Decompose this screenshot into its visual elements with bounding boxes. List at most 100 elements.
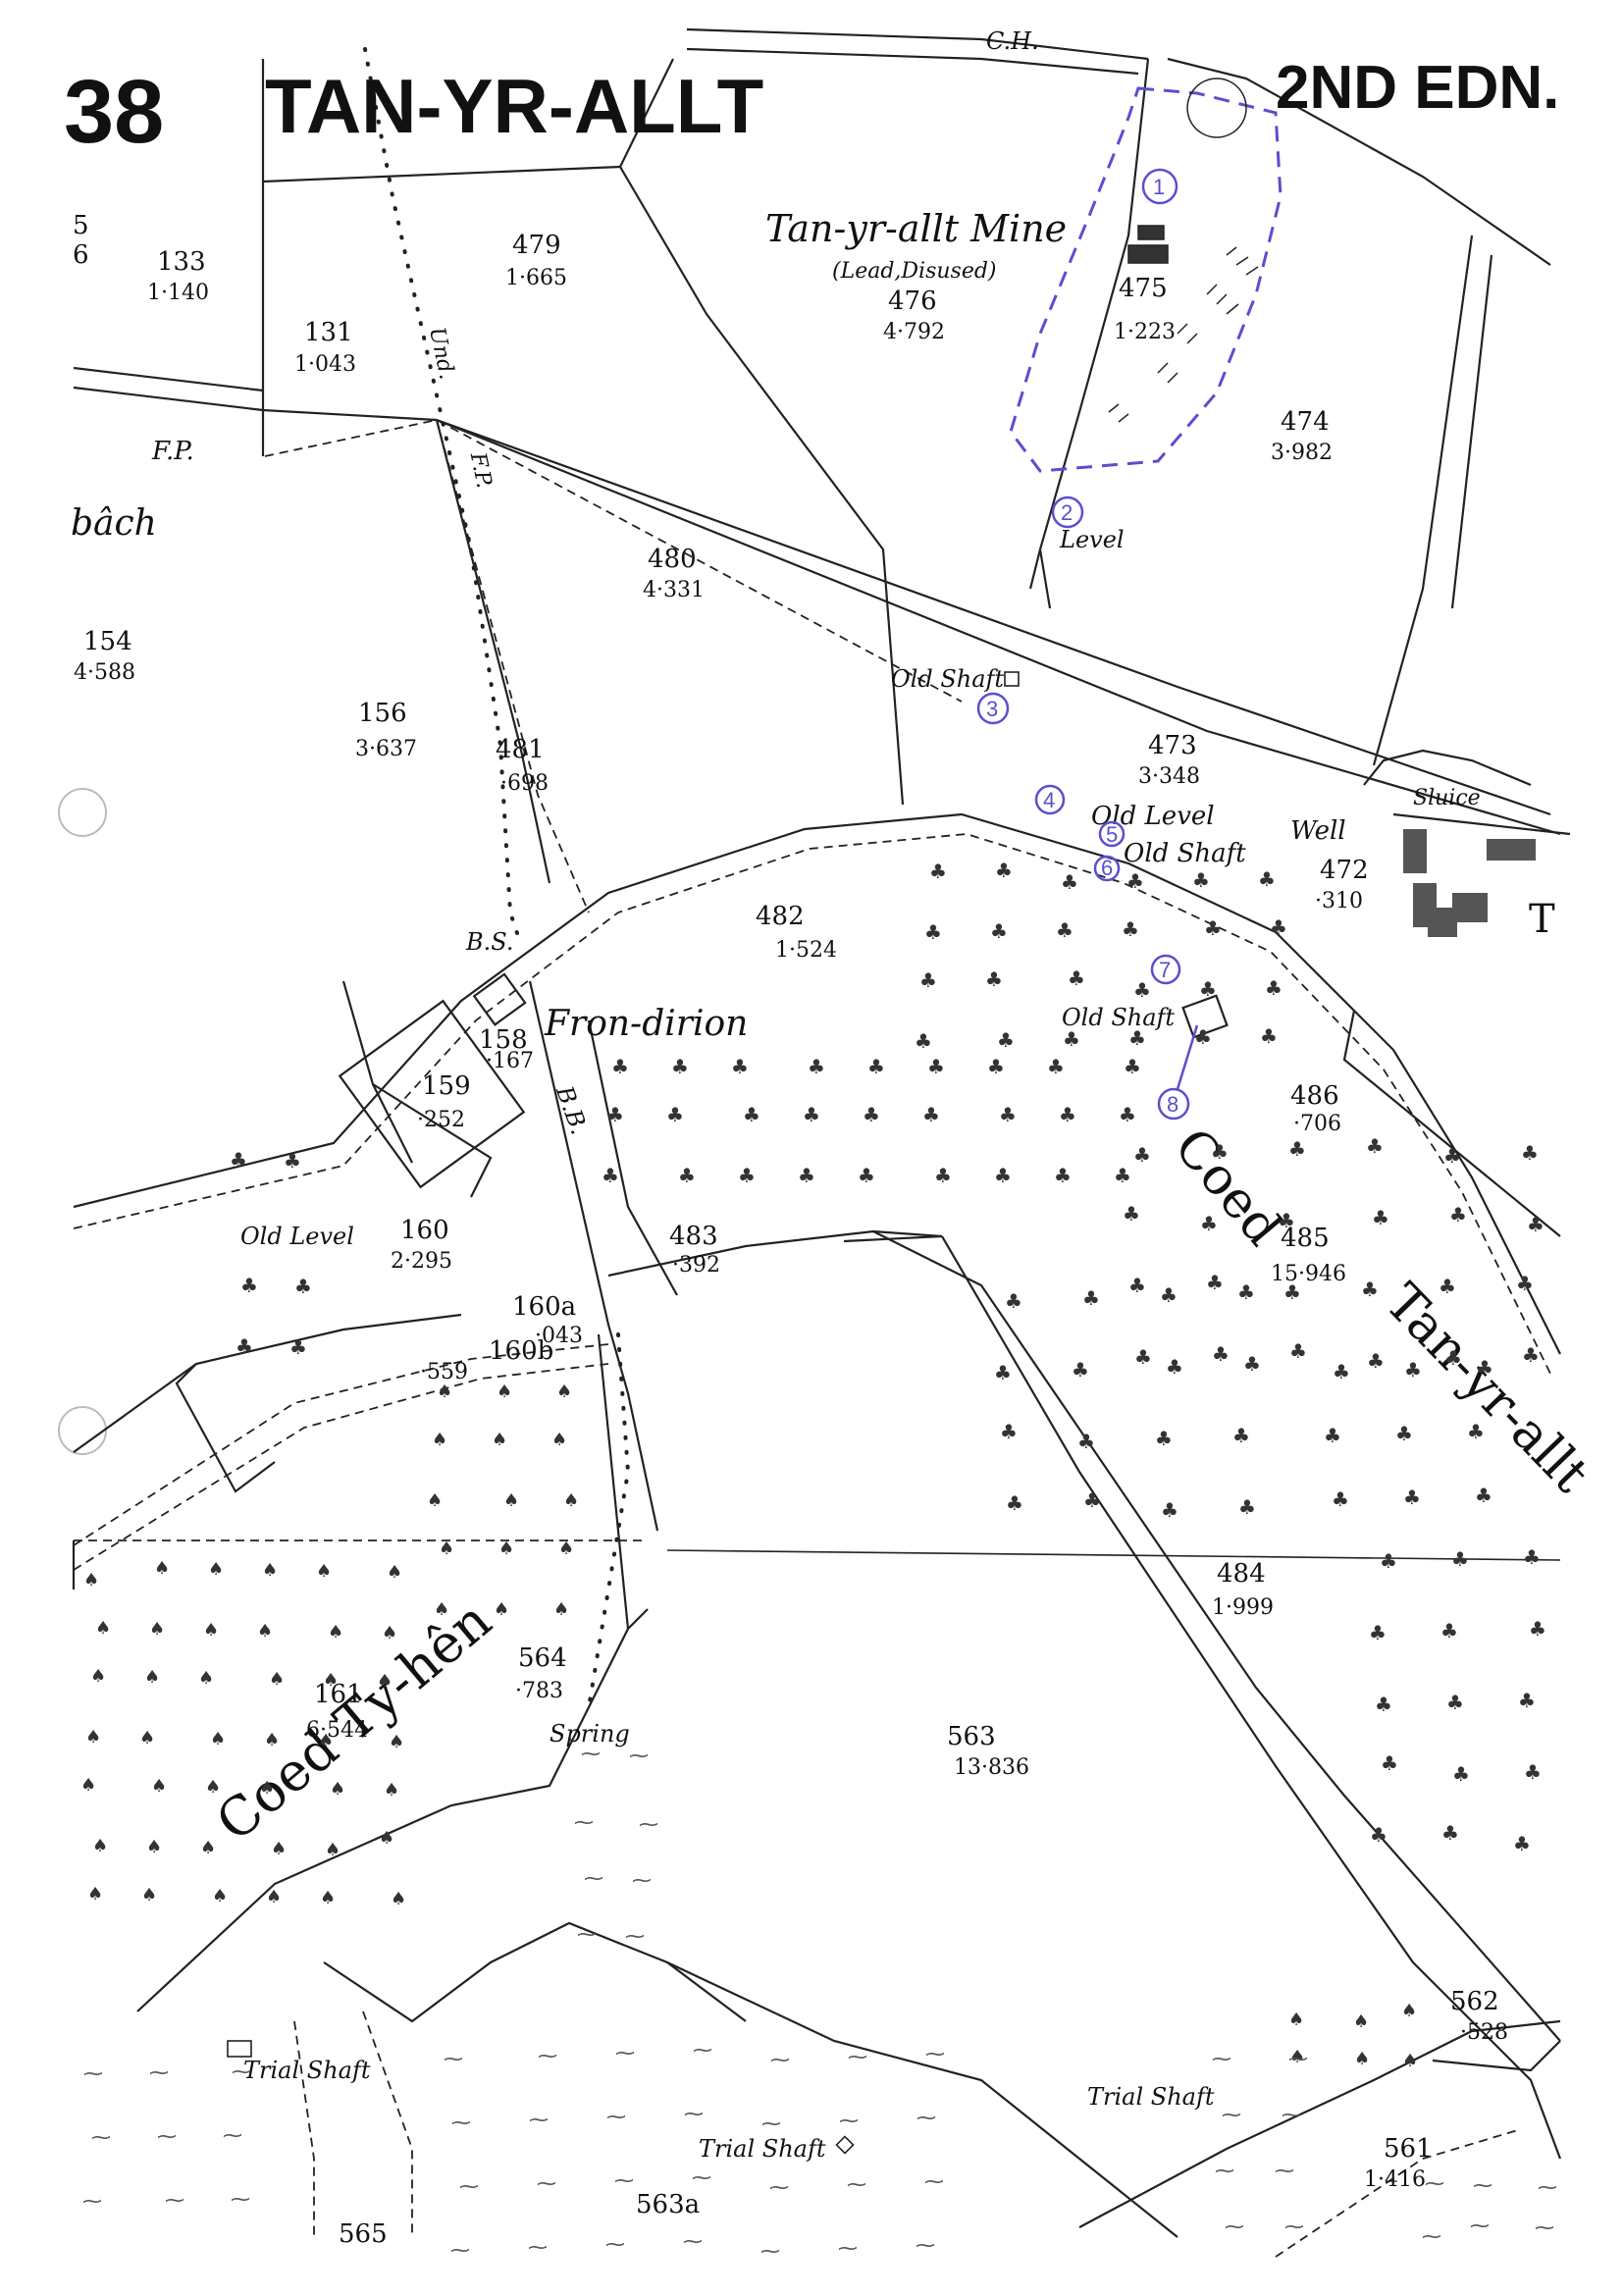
deciduous-tree-icon: ♣ xyxy=(1166,1355,1183,1379)
rough-ground-icon: ⁓ xyxy=(838,2236,858,2260)
conifer-tree-icon: ♠ xyxy=(1289,2047,1305,2067)
deciduous-tree-icon: ♣ xyxy=(1439,1275,1456,1298)
deciduous-tree-icon: ♣ xyxy=(1133,978,1151,1002)
rough-ground-icon: ⁓ xyxy=(1470,2214,1490,2237)
rough-ground-icon: ⁓ xyxy=(683,2229,703,2253)
deciduous-tree-icon: ♣ xyxy=(1128,1274,1146,1297)
rough-ground-icon: ⁓ xyxy=(1282,2103,1301,2126)
deciduous-tree-icon: ♣ xyxy=(1441,1821,1459,1845)
parcel-number: 484 xyxy=(1217,1559,1266,1589)
conifer-tree-icon: ♠ xyxy=(379,1828,394,1849)
deciduous-tree-icon: ♣ xyxy=(1289,1339,1307,1363)
deciduous-tree-icon: ♣ xyxy=(1206,1271,1224,1294)
annotation-marker: 3 xyxy=(986,697,998,721)
deciduous-tree-icon: ♣ xyxy=(985,967,1003,991)
deciduous-tree-icon: ♣ xyxy=(1059,1103,1076,1126)
rough-ground-icon: ⁓ xyxy=(1284,2215,1304,2238)
annotation-marker: 1 xyxy=(1153,175,1165,199)
deciduous-tree-icon: ♣ xyxy=(1522,1343,1540,1367)
label-old-shaft-3: Old Shaft xyxy=(1062,1004,1175,1031)
deciduous-tree-icon: ♣ xyxy=(929,860,947,883)
rough-ground-icon: ⁓ xyxy=(629,1744,649,1767)
deciduous-tree-icon: ♣ xyxy=(994,1164,1012,1187)
parcel-number: 133 xyxy=(157,247,206,277)
parcel-number: 159 xyxy=(422,1071,471,1101)
conifer-tree-icon: ♠ xyxy=(144,1667,160,1688)
deciduous-tree-icon: ♣ xyxy=(1122,917,1139,941)
label-fp-vertical: F.P. xyxy=(465,449,497,491)
rough-ground-icon: ⁓ xyxy=(606,2105,626,2128)
deciduous-tree-icon: ♣ xyxy=(922,1103,940,1126)
rough-ground-icon: ⁓ xyxy=(91,2125,111,2149)
rough-ground-icon: ⁓ xyxy=(614,2168,634,2192)
deciduous-tree-icon: ♣ xyxy=(1123,1202,1140,1226)
conifer-tree-icon: ♠ xyxy=(259,1778,275,1799)
deciduous-tree-icon: ♣ xyxy=(1366,1134,1384,1158)
deciduous-tree-icon: ♣ xyxy=(1403,1486,1421,1509)
conifer-tree-icon: ♠ xyxy=(198,1668,214,1689)
conifer-tree-icon: ♠ xyxy=(330,1779,345,1800)
deciduous-tree-icon: ♣ xyxy=(606,1103,624,1126)
parcel-area: 1·223 xyxy=(1114,320,1176,344)
rough-ground-icon: ⁓ xyxy=(444,2047,463,2070)
deciduous-tree-icon: ♣ xyxy=(1232,1424,1250,1447)
deciduous-tree-icon: ♣ xyxy=(1238,1495,1256,1519)
deciduous-tree-icon: ♣ xyxy=(1128,1026,1146,1050)
rough-ground-icon: ⁓ xyxy=(761,2112,781,2135)
label-ch: C.H. xyxy=(986,27,1039,55)
deciduous-tree-icon: ♣ xyxy=(236,1334,253,1358)
rough-ground-icon: ⁓ xyxy=(1425,2171,1444,2195)
parcel-number: 563a xyxy=(636,2190,700,2219)
label-fp-west: F.P. xyxy=(151,437,194,466)
deciduous-tree-icon: ♣ xyxy=(1516,1272,1534,1295)
parcel-number: 483 xyxy=(669,1222,718,1251)
rough-ground-icon: ⁓ xyxy=(839,2109,859,2132)
deciduous-tree-icon: ♣ xyxy=(1265,976,1283,1000)
parcel-number: 564 xyxy=(518,1644,567,1673)
parcel-area: ·310 xyxy=(1315,889,1363,913)
deciduous-tree-icon: ♣ xyxy=(1443,1144,1461,1168)
deciduous-tree-icon: ♣ xyxy=(1324,1424,1341,1447)
deciduous-tree-icon: ♣ xyxy=(1155,1427,1173,1450)
deciduous-tree-icon: ♣ xyxy=(1404,1358,1422,1382)
conifer-tree-icon: ♠ xyxy=(210,1729,226,1749)
deciduous-tree-icon: ♣ xyxy=(1077,1430,1095,1453)
rough-ground-icon: ⁓ xyxy=(625,1924,645,1948)
parcel-area: 4·792 xyxy=(883,320,945,344)
deciduous-tree-icon: ♣ xyxy=(1243,1352,1261,1376)
edition-label: 2ND EDN. xyxy=(1276,54,1559,122)
label-bach: bâch xyxy=(71,503,157,544)
conifer-tree-icon: ♠ xyxy=(1402,2051,1418,2071)
deciduous-tree-icon: ♣ xyxy=(678,1164,696,1187)
deciduous-tree-icon: ♣ xyxy=(1333,1360,1350,1383)
deciduous-tree-icon: ♣ xyxy=(1467,1420,1485,1443)
parcel-area: 1·043 xyxy=(294,352,356,377)
conifer-tree-icon: ♠ xyxy=(318,1731,334,1751)
parcel-number: 156 xyxy=(358,699,407,728)
rough-ground-icon: ⁓ xyxy=(639,1812,658,1836)
mine-annotation-boundary xyxy=(1009,86,1283,473)
parcel-area: 2·295 xyxy=(391,1249,452,1274)
deciduous-tree-icon: ♣ xyxy=(858,1164,875,1187)
parcel-number: 485 xyxy=(1281,1224,1330,1253)
rough-ground-icon: ⁓ xyxy=(82,2189,102,2213)
rough-ground-icon: ⁓ xyxy=(231,2187,250,2211)
deciduous-tree-icon: ♣ xyxy=(1068,966,1085,990)
conifer-tree-icon: ♠ xyxy=(323,1670,339,1691)
deciduous-tree-icon: ♣ xyxy=(1212,1342,1230,1366)
conifer-tree-icon: ♠ xyxy=(139,1728,155,1748)
conifer-tree-icon: ♠ xyxy=(437,1382,452,1402)
deciduous-tree-icon: ♣ xyxy=(1375,1693,1392,1716)
rough-ground-icon: ⁓ xyxy=(451,2111,471,2134)
deciduous-tree-icon: ♣ xyxy=(915,1029,932,1053)
parcel-number: 486 xyxy=(1290,1081,1339,1111)
deciduous-tree-icon: ♣ xyxy=(1063,1027,1080,1051)
conifer-tree-icon: ♠ xyxy=(497,1382,512,1402)
deciduous-tree-icon: ♣ xyxy=(999,1103,1017,1126)
parcel-area: 1·665 xyxy=(505,266,567,290)
conifer-tree-icon: ♠ xyxy=(1354,2049,1370,2069)
parcel-area: 1·140 xyxy=(147,281,209,305)
coniferous-tree-symbols: ♠♠♠♠♠♠♠♠♠♠♠♠♠♠♠♠♠♠♠♠♠♠♠♠♠♠♠♠♠♠♠♠♠♠♠♠♠♠♠♠… xyxy=(80,1382,1418,2071)
deciduous-tree-icon: ♣ xyxy=(1061,870,1078,894)
